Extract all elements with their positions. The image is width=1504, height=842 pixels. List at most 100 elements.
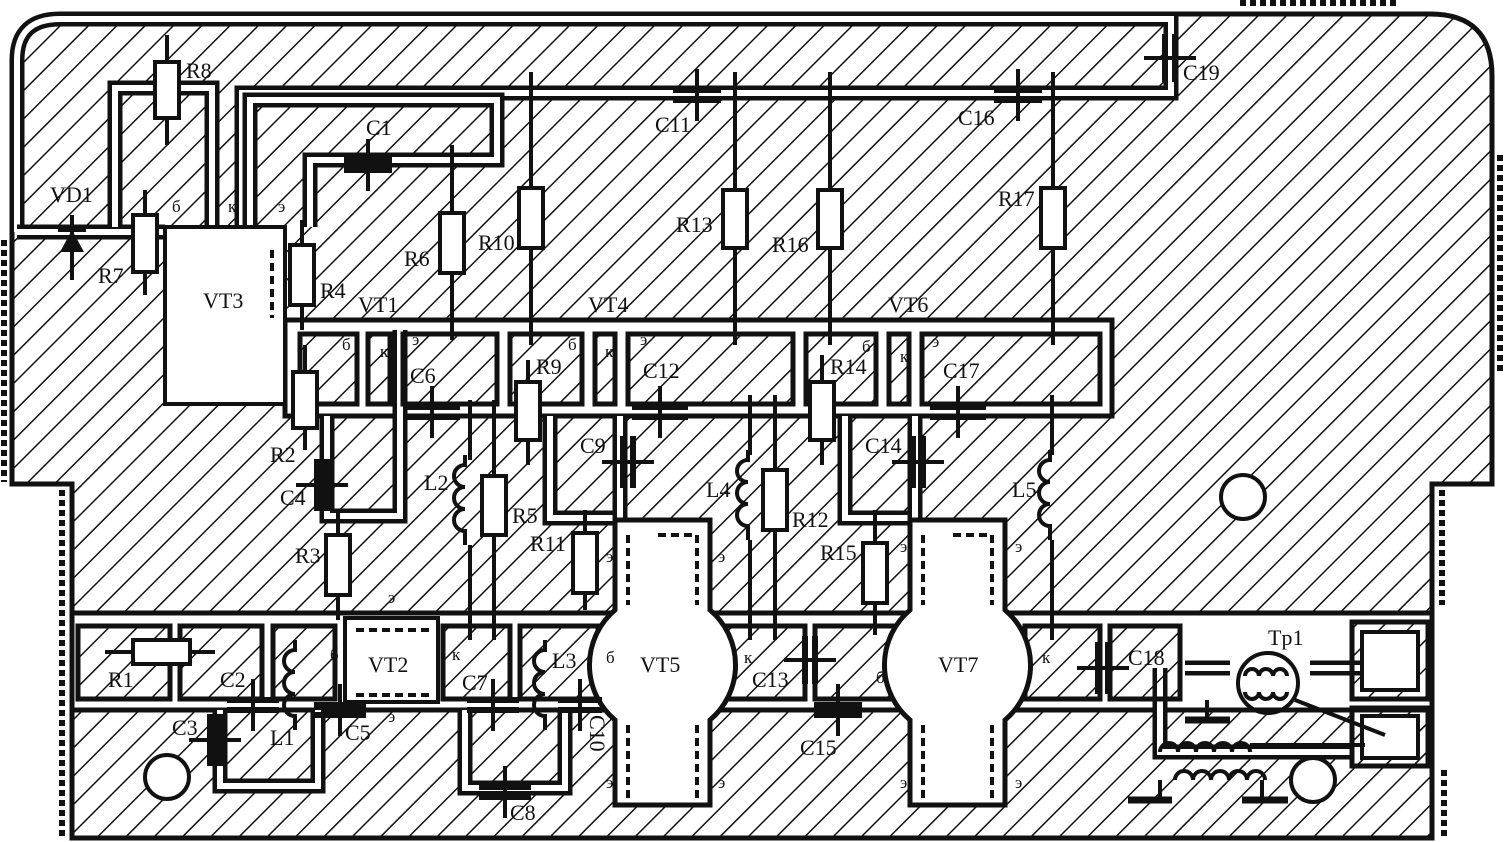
mounting-hole <box>143 753 191 801</box>
component-label-r5: R5 <box>512 503 538 528</box>
component-label-r10: R10 <box>478 230 515 255</box>
resistor-body <box>761 468 789 532</box>
transformer-lead <box>1294 698 1386 737</box>
copper-pad <box>803 331 879 407</box>
pin-label-emitter: э <box>900 537 907 556</box>
component-label-r16: R16 <box>772 232 809 257</box>
component-label-r6: R6 <box>404 246 430 271</box>
power-transistor-body <box>586 517 739 808</box>
resistor-body <box>721 188 749 250</box>
transistor-vt3-body <box>163 225 287 406</box>
component-label-r9: R9 <box>536 354 562 379</box>
resistor-body <box>514 380 542 442</box>
component-label-c10: C10 <box>585 715 610 752</box>
inductor-coil <box>452 455 467 545</box>
pin-label-emitter: э <box>606 773 613 792</box>
pin-label-emitter: э <box>640 330 647 349</box>
pin-label-base: б <box>606 648 615 667</box>
resistor-body <box>808 380 836 442</box>
transformer-coil <box>1158 741 1252 753</box>
copper-pad <box>297 331 360 407</box>
pin-label-collector: к <box>1042 648 1051 667</box>
resistor-body <box>131 213 159 274</box>
component-label-r15: R15 <box>820 540 857 565</box>
component-label-r11: R11 <box>530 531 566 556</box>
component-label-vt3: VT3 <box>203 288 243 313</box>
copper-pad <box>625 331 796 407</box>
mounting-hole <box>1289 756 1337 804</box>
isolation-channel-gap <box>247 97 500 227</box>
component-label-vt5: VT5 <box>640 652 680 677</box>
component-label-vt4: VT4 <box>588 292 628 317</box>
component-label-c15: C15 <box>800 735 837 760</box>
pin-label-base: б <box>172 197 181 216</box>
resistor-body <box>861 541 889 605</box>
isolation-channel-gap <box>547 416 615 521</box>
pin-label-collector: к <box>744 648 753 667</box>
component-label-r17: R17 <box>998 186 1035 211</box>
isolation-channel-gap <box>14 16 1174 232</box>
component-label-c1: C1 <box>366 115 392 140</box>
component-label-l3: L3 <box>552 648 576 673</box>
resistor-body <box>816 188 844 250</box>
pin-label-emitter: э <box>278 197 285 216</box>
component-label-c17: C17 <box>943 358 980 383</box>
resistor-body <box>153 60 181 120</box>
copper-pad <box>400 331 500 407</box>
component-label-c7: C7 <box>462 670 488 695</box>
copper-pad <box>440 623 513 702</box>
pin-label-collector: к <box>605 342 614 361</box>
component-label-r7: R7 <box>98 263 124 288</box>
component-label-r4: R4 <box>320 278 346 303</box>
mounting-hole <box>1219 473 1267 521</box>
component-label-c6: C6 <box>410 363 436 388</box>
pad-inner <box>1360 714 1420 760</box>
pin-label-collector: к <box>452 645 461 664</box>
pin-label-base: б <box>330 645 339 664</box>
component-label-vt2: VT2 <box>368 652 408 677</box>
power-transistor-body <box>881 517 1034 808</box>
component-label-c9: C9 <box>580 433 606 458</box>
copper-pad <box>919 331 1103 407</box>
transformer-winding <box>1243 667 1289 677</box>
pin-label-collector: к <box>380 342 389 361</box>
transformer-coil <box>1173 769 1267 781</box>
component-label-l4: L4 <box>706 477 730 502</box>
copper-pad <box>592 331 618 407</box>
pin-label-emitter: э <box>1015 773 1022 792</box>
inductor-coil <box>282 640 297 730</box>
pin-label-emitter: э <box>718 547 725 566</box>
pin-label-base: б <box>876 668 885 687</box>
component-label-r2: R2 <box>270 442 296 467</box>
component-label-c18: C18 <box>1128 645 1165 670</box>
component-label-c16: C16 <box>958 105 995 130</box>
resistor-body <box>438 211 466 275</box>
component-label-vt1: VT1 <box>358 292 398 317</box>
component-label-r12: R12 <box>792 507 829 532</box>
component-label-c2: C2 <box>220 667 246 692</box>
resistor-body <box>571 531 599 595</box>
inductor-coil <box>532 640 547 730</box>
copper-pad <box>177 623 265 702</box>
copper-pad <box>886 331 912 407</box>
component-label-r8: R8 <box>186 58 212 83</box>
resistor-body <box>131 638 192 666</box>
component-label-l2: L2 <box>424 470 448 495</box>
transformer-core <box>1236 651 1300 715</box>
component-label-l5: L5 <box>1012 477 1036 502</box>
component-label-c4: C4 <box>280 485 306 510</box>
component-label-c11: C11 <box>655 112 691 137</box>
component-label-vt6: VT6 <box>888 292 928 317</box>
pad-inner <box>1360 630 1420 692</box>
component-label-c3: C3 <box>172 715 198 740</box>
resistor-body <box>291 370 319 430</box>
resistor-body <box>288 243 316 307</box>
component-label-c8: C8 <box>510 800 536 825</box>
inductor-coil <box>1037 450 1052 540</box>
pin-label-emitter: э <box>388 588 395 607</box>
pin-label-collector: к <box>900 347 909 366</box>
component-label-l1: L1 <box>270 725 294 750</box>
component-label-vt7: VT7 <box>938 652 978 677</box>
component-label-c13: C13 <box>752 667 789 692</box>
